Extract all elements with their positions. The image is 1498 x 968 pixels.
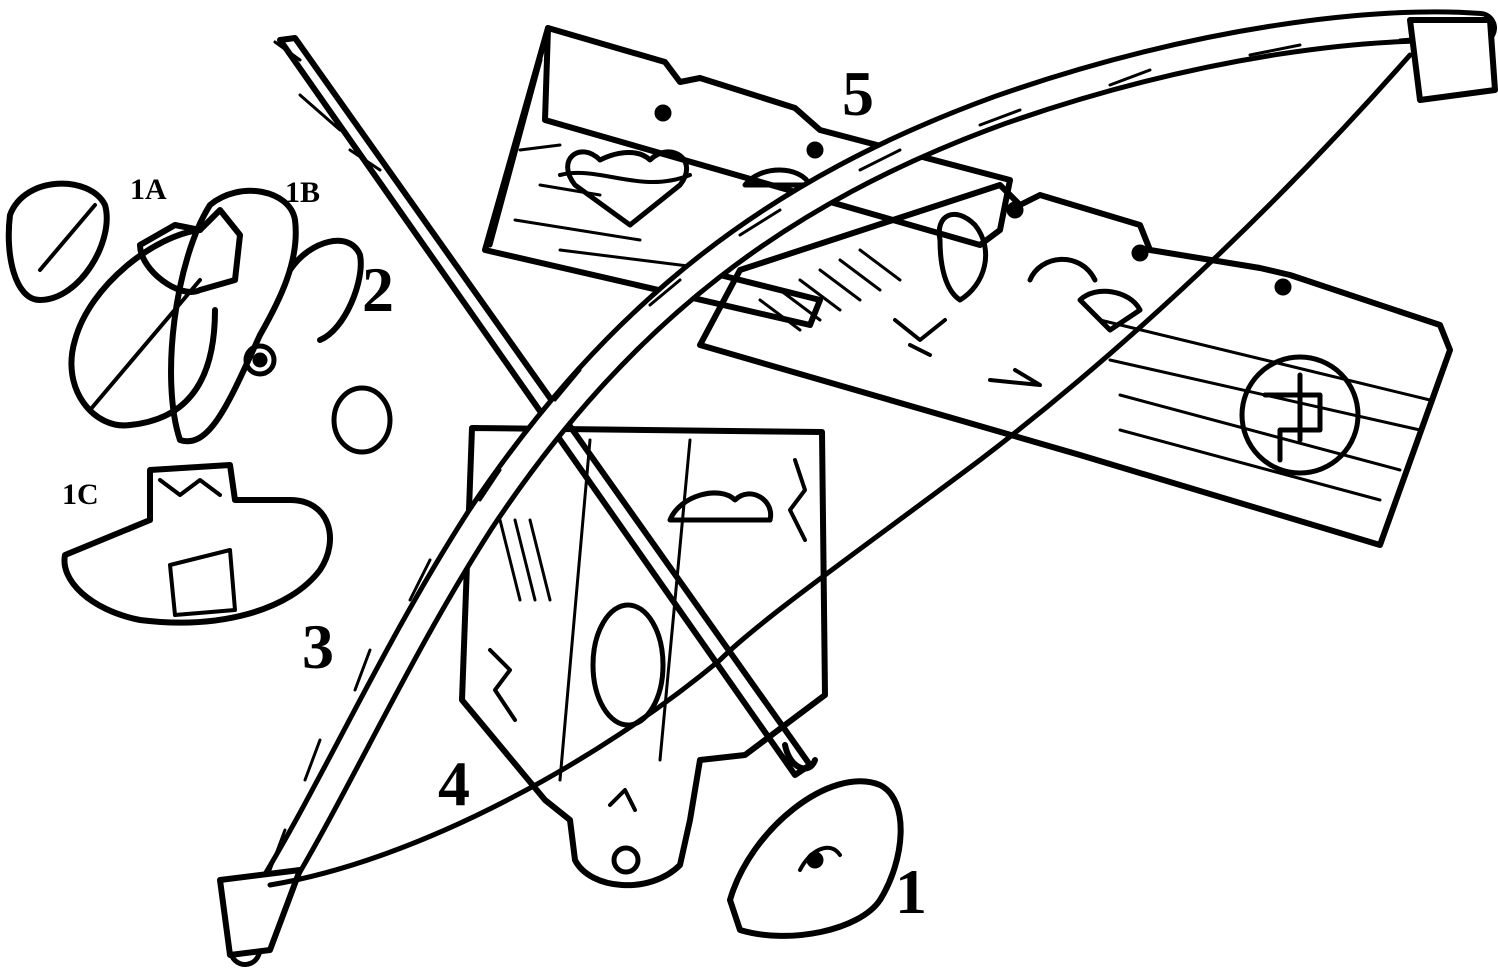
tablet-4 xyxy=(459,425,828,888)
shaft-2 xyxy=(273,35,818,778)
tools-1 xyxy=(5,180,393,626)
label-1a: 1A xyxy=(130,173,167,206)
label-1b: 1B xyxy=(285,176,321,209)
label-1: 1 xyxy=(895,856,927,927)
bow-stave xyxy=(217,9,1498,967)
label-2: 2 xyxy=(362,254,394,325)
label-1c: 1C xyxy=(62,478,99,511)
bow-string xyxy=(267,52,1413,888)
label-3: 3 xyxy=(302,611,334,682)
board-5-lower xyxy=(697,182,1453,548)
board-5-upper xyxy=(482,25,1013,328)
label-4: 4 xyxy=(438,748,470,819)
shell-1 xyxy=(727,778,904,939)
label-5: 5 xyxy=(842,58,874,129)
